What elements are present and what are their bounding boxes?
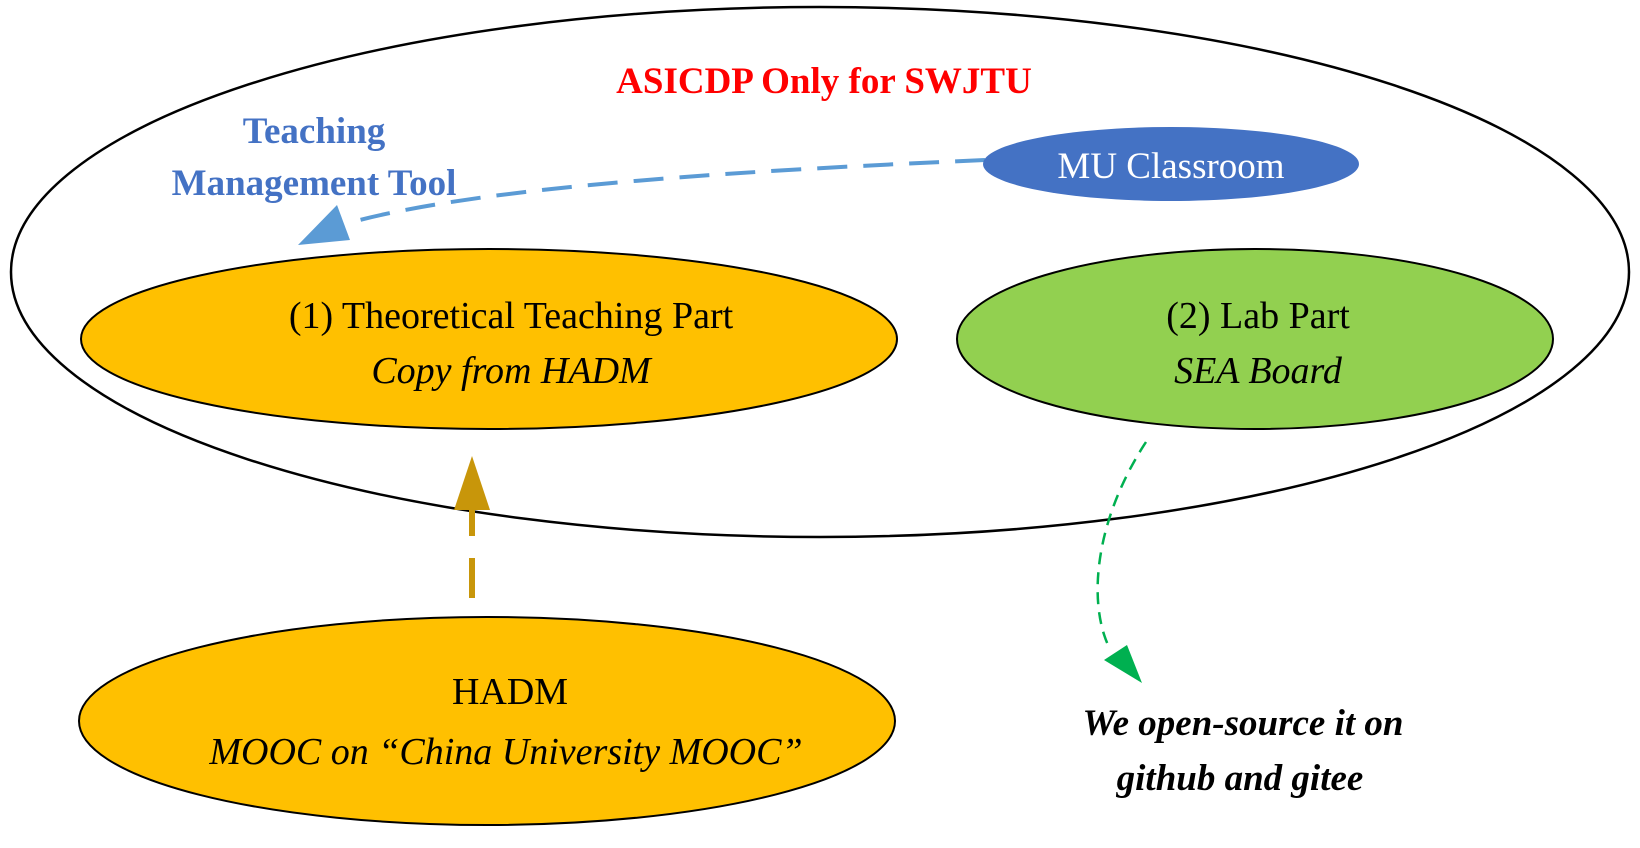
- hadm-arrowhead: [454, 456, 490, 510]
- mu-to-theoretical-arrow: [351, 158, 986, 224]
- theoretical-teaching-node: [80, 248, 898, 430]
- asicdp-container-ellipse: [9, 5, 1631, 539]
- hadm-title: HADM: [452, 671, 568, 713]
- lab-title: (2) Lab Part: [1166, 295, 1350, 337]
- theoretical-title: (1) Theoretical Teaching Part: [289, 295, 734, 337]
- lab-subtitle: SEA Board: [1174, 350, 1343, 392]
- container-title: ASICDP Only for SWJTU: [616, 61, 1032, 102]
- open-source-line1: We open-source it on: [1082, 703, 1403, 744]
- lab-to-opensource-arrow: [1096, 441, 1148, 646]
- mu-arrowhead: [298, 205, 350, 245]
- hadm-subtitle: MOOC on “China University MOOC”: [208, 731, 802, 773]
- hadm-node: [78, 616, 896, 826]
- opensource-arrowhead: [1104, 645, 1142, 683]
- open-source-line2: github and gitee: [1116, 758, 1364, 799]
- tool-label-line2: Management Tool: [172, 163, 457, 204]
- tool-label-line1: Teaching: [243, 111, 386, 152]
- theoretical-subtitle: Copy from HADM: [371, 350, 653, 392]
- mu-classroom-label: MU Classroom: [1057, 146, 1284, 187]
- lab-part-node: [956, 248, 1554, 430]
- mu-classroom-node: [983, 127, 1359, 201]
